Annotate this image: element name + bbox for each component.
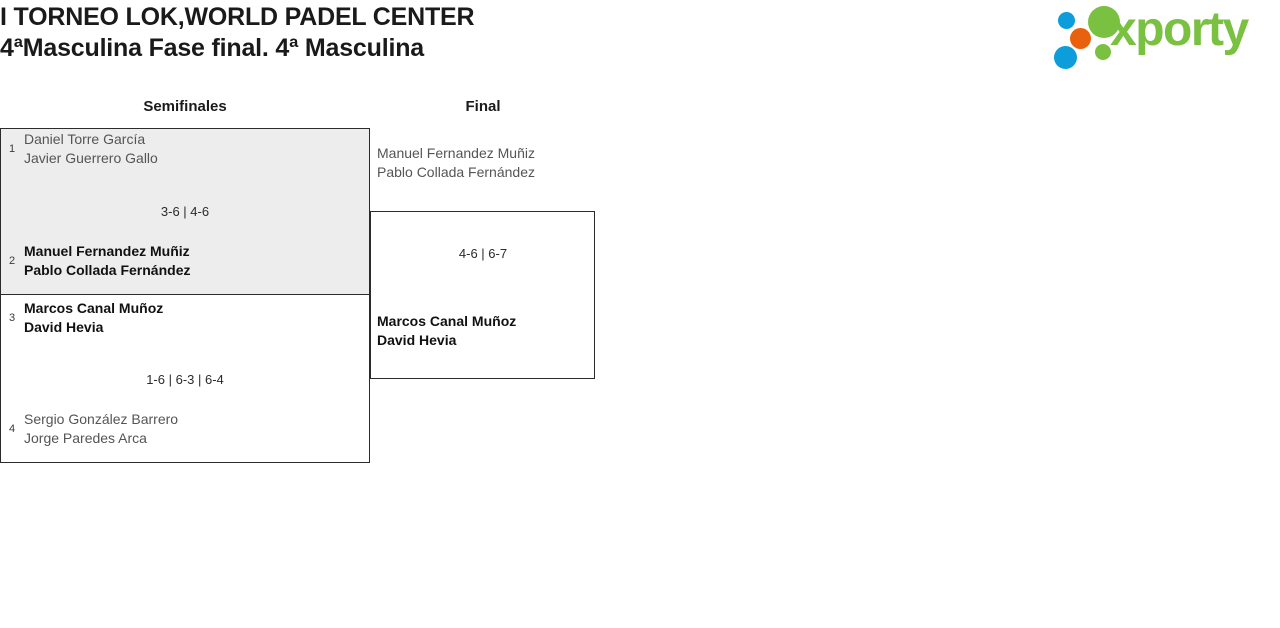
player-name: Pablo Collada Fernández (24, 262, 191, 278)
team-players: Marcos Canal Muñoz David Hevia (377, 312, 516, 350)
player-name: Javier Guerrero Gallo (24, 150, 158, 166)
logo-dot-blue-small (1058, 12, 1075, 29)
logo-dots-icon (1048, 2, 1124, 69)
team-players: Daniel Torre García Javier Guerrero Gall… (24, 130, 158, 168)
round-header-semifinals: Semifinales (143, 98, 227, 115)
logo-dot-green-small (1095, 44, 1111, 60)
team-players: Marcos Canal Muñoz David Hevia (24, 299, 163, 337)
team-players: Manuel Fernandez Muñiz Pablo Collada Fer… (377, 144, 535, 182)
match-box-final[interactable] (370, 211, 595, 379)
player-name: Jorge Paredes Arca (24, 430, 147, 446)
seed-number: 3 (8, 311, 16, 324)
team-players: Manuel Fernandez Muñiz Pablo Collada Fer… (24, 242, 190, 280)
xporty-logo[interactable]: xporty (1048, 2, 1276, 69)
match-box-semifinal-2[interactable] (0, 295, 370, 463)
seed-number: 1 (8, 142, 16, 155)
team-entry[interactable]: 2 Manuel Fernandez Muñiz Pablo Collada F… (0, 242, 191, 280)
logo-dot-orange (1070, 28, 1091, 49)
match-score: 3-6 | 4-6 (160, 204, 210, 219)
player-name: David Hevia (24, 319, 104, 335)
player-name: Manuel Fernandez Muñiz (377, 145, 535, 161)
match-score: 4-6 | 6-7 (458, 246, 508, 261)
match-box-semifinal-1[interactable] (0, 128, 370, 295)
player-name: Marcos Canal Muñoz (377, 313, 517, 329)
team-players: Sergio González Barrero Jorge Paredes Ar… (24, 410, 178, 448)
round-header-final: Final (465, 98, 501, 115)
logo-wordmark: xporty (1110, 3, 1249, 56)
match-score: 1-6 | 6-3 | 6-4 (146, 372, 224, 387)
seed-number: 2 (8, 254, 16, 267)
team-entry[interactable]: 1 Daniel Torre García Javier Guerrero Ga… (0, 130, 158, 168)
logo-dot-blue-large (1054, 46, 1077, 69)
player-name: Pablo Collada Fernández (377, 164, 535, 180)
player-name: Daniel Torre García (24, 131, 146, 147)
team-entry[interactable]: 4 Sergio González Barrero Jorge Paredes … (0, 410, 178, 448)
player-name: Marcos Canal Muñoz (24, 300, 164, 316)
team-entry[interactable]: Marcos Canal Muñoz David Hevia (377, 312, 516, 350)
tournament-title: I TORNEO LOK,WORLD PADEL CENTER 4ªMascul… (0, 2, 760, 64)
player-name: Manuel Fernandez Muñiz (24, 243, 190, 259)
team-entry[interactable]: Manuel Fernandez Muñiz Pablo Collada Fer… (377, 144, 535, 182)
title-line-1: I TORNEO LOK,WORLD PADEL CENTER (0, 3, 475, 31)
seed-number: 4 (8, 422, 16, 435)
team-entry[interactable]: 3 Marcos Canal Muñoz David Hevia (0, 299, 163, 337)
title-line-2: 4ªMasculina Fase final. 4ª Masculina (0, 34, 424, 62)
player-name: Sergio González Barrero (24, 411, 179, 427)
logo-dot-green-large (1088, 6, 1120, 38)
player-name: David Hevia (377, 332, 457, 348)
